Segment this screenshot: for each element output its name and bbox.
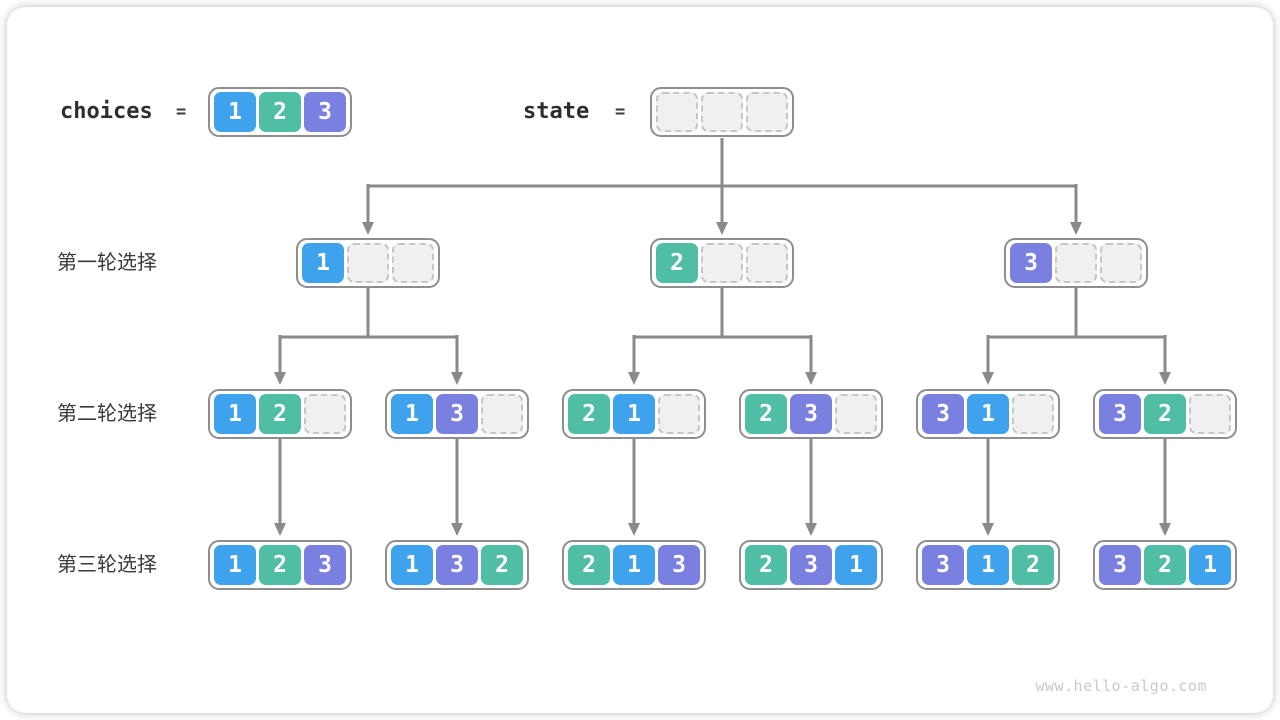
- cell-2: 2: [481, 545, 523, 585]
- cell-empty: [656, 92, 698, 132]
- cell-2: 2: [259, 545, 301, 585]
- choices-equals: =: [176, 102, 187, 122]
- cell-2: 2: [568, 545, 610, 585]
- state-array-round1-3: 3: [1004, 238, 1148, 288]
- cell-1: 1: [391, 545, 433, 585]
- cell-2: 2: [656, 243, 698, 283]
- cell-3: 3: [1099, 545, 1141, 585]
- cell-1: 1: [214, 545, 256, 585]
- cell-empty: [347, 243, 389, 283]
- cell-empty: [1055, 243, 1097, 283]
- cell-empty: [701, 92, 743, 132]
- cell-empty: [392, 243, 434, 283]
- cell-3: 3: [790, 545, 832, 585]
- state-label: state: [523, 99, 590, 124]
- cell-2: 2: [745, 394, 787, 434]
- cell-empty: [746, 243, 788, 283]
- state-array-round1-2: 2: [650, 238, 794, 288]
- row-label-round-1: 第一轮选择: [57, 252, 157, 274]
- cell-empty: [835, 394, 877, 434]
- cell-empty: [1100, 243, 1142, 283]
- cell-2: 2: [745, 545, 787, 585]
- cell-3: 3: [304, 545, 346, 585]
- cell-3: 3: [922, 394, 964, 434]
- cell-empty: [1189, 394, 1231, 434]
- state-array-round1-1: 1: [296, 238, 440, 288]
- cell-1: 1: [967, 394, 1009, 434]
- cell-2: 2: [568, 394, 610, 434]
- cell-empty: [481, 394, 523, 434]
- cell-3: 3: [1099, 394, 1141, 434]
- cell-2: 2: [259, 92, 301, 132]
- state-array: [650, 87, 794, 137]
- cell-empty: [304, 394, 346, 434]
- cell-1: 1: [302, 243, 344, 283]
- cell-2: 2: [1012, 545, 1054, 585]
- cell-3: 3: [436, 545, 478, 585]
- row-label-round-3: 第三轮选择: [57, 554, 157, 576]
- cell-1: 1: [835, 545, 877, 585]
- tree-connectors: [274, 138, 1171, 536]
- watermark: www.hello-algo.com: [1035, 677, 1207, 695]
- cell-1: 1: [1189, 545, 1231, 585]
- cell-1: 1: [613, 545, 655, 585]
- cell-1: 1: [391, 394, 433, 434]
- cell-3: 3: [658, 545, 700, 585]
- cell-2: 2: [259, 394, 301, 434]
- row-label-round-2: 第二轮选择: [57, 403, 157, 425]
- cell-1: 1: [214, 92, 256, 132]
- cell-empty: [1012, 394, 1054, 434]
- cell-empty: [701, 243, 743, 283]
- cell-1: 1: [967, 545, 1009, 585]
- cell-1: 1: [214, 394, 256, 434]
- cell-3: 3: [436, 394, 478, 434]
- cell-2: 2: [1144, 394, 1186, 434]
- cell-1: 1: [613, 394, 655, 434]
- cell-3: 3: [304, 92, 346, 132]
- cell-3: 3: [790, 394, 832, 434]
- state-equals: =: [615, 102, 626, 122]
- cell-empty: [746, 92, 788, 132]
- cell-empty: [658, 394, 700, 434]
- choices-label: choices: [60, 99, 153, 124]
- cell-3: 3: [1010, 243, 1052, 283]
- cell-2: 2: [1144, 545, 1186, 585]
- cell-3: 3: [922, 545, 964, 585]
